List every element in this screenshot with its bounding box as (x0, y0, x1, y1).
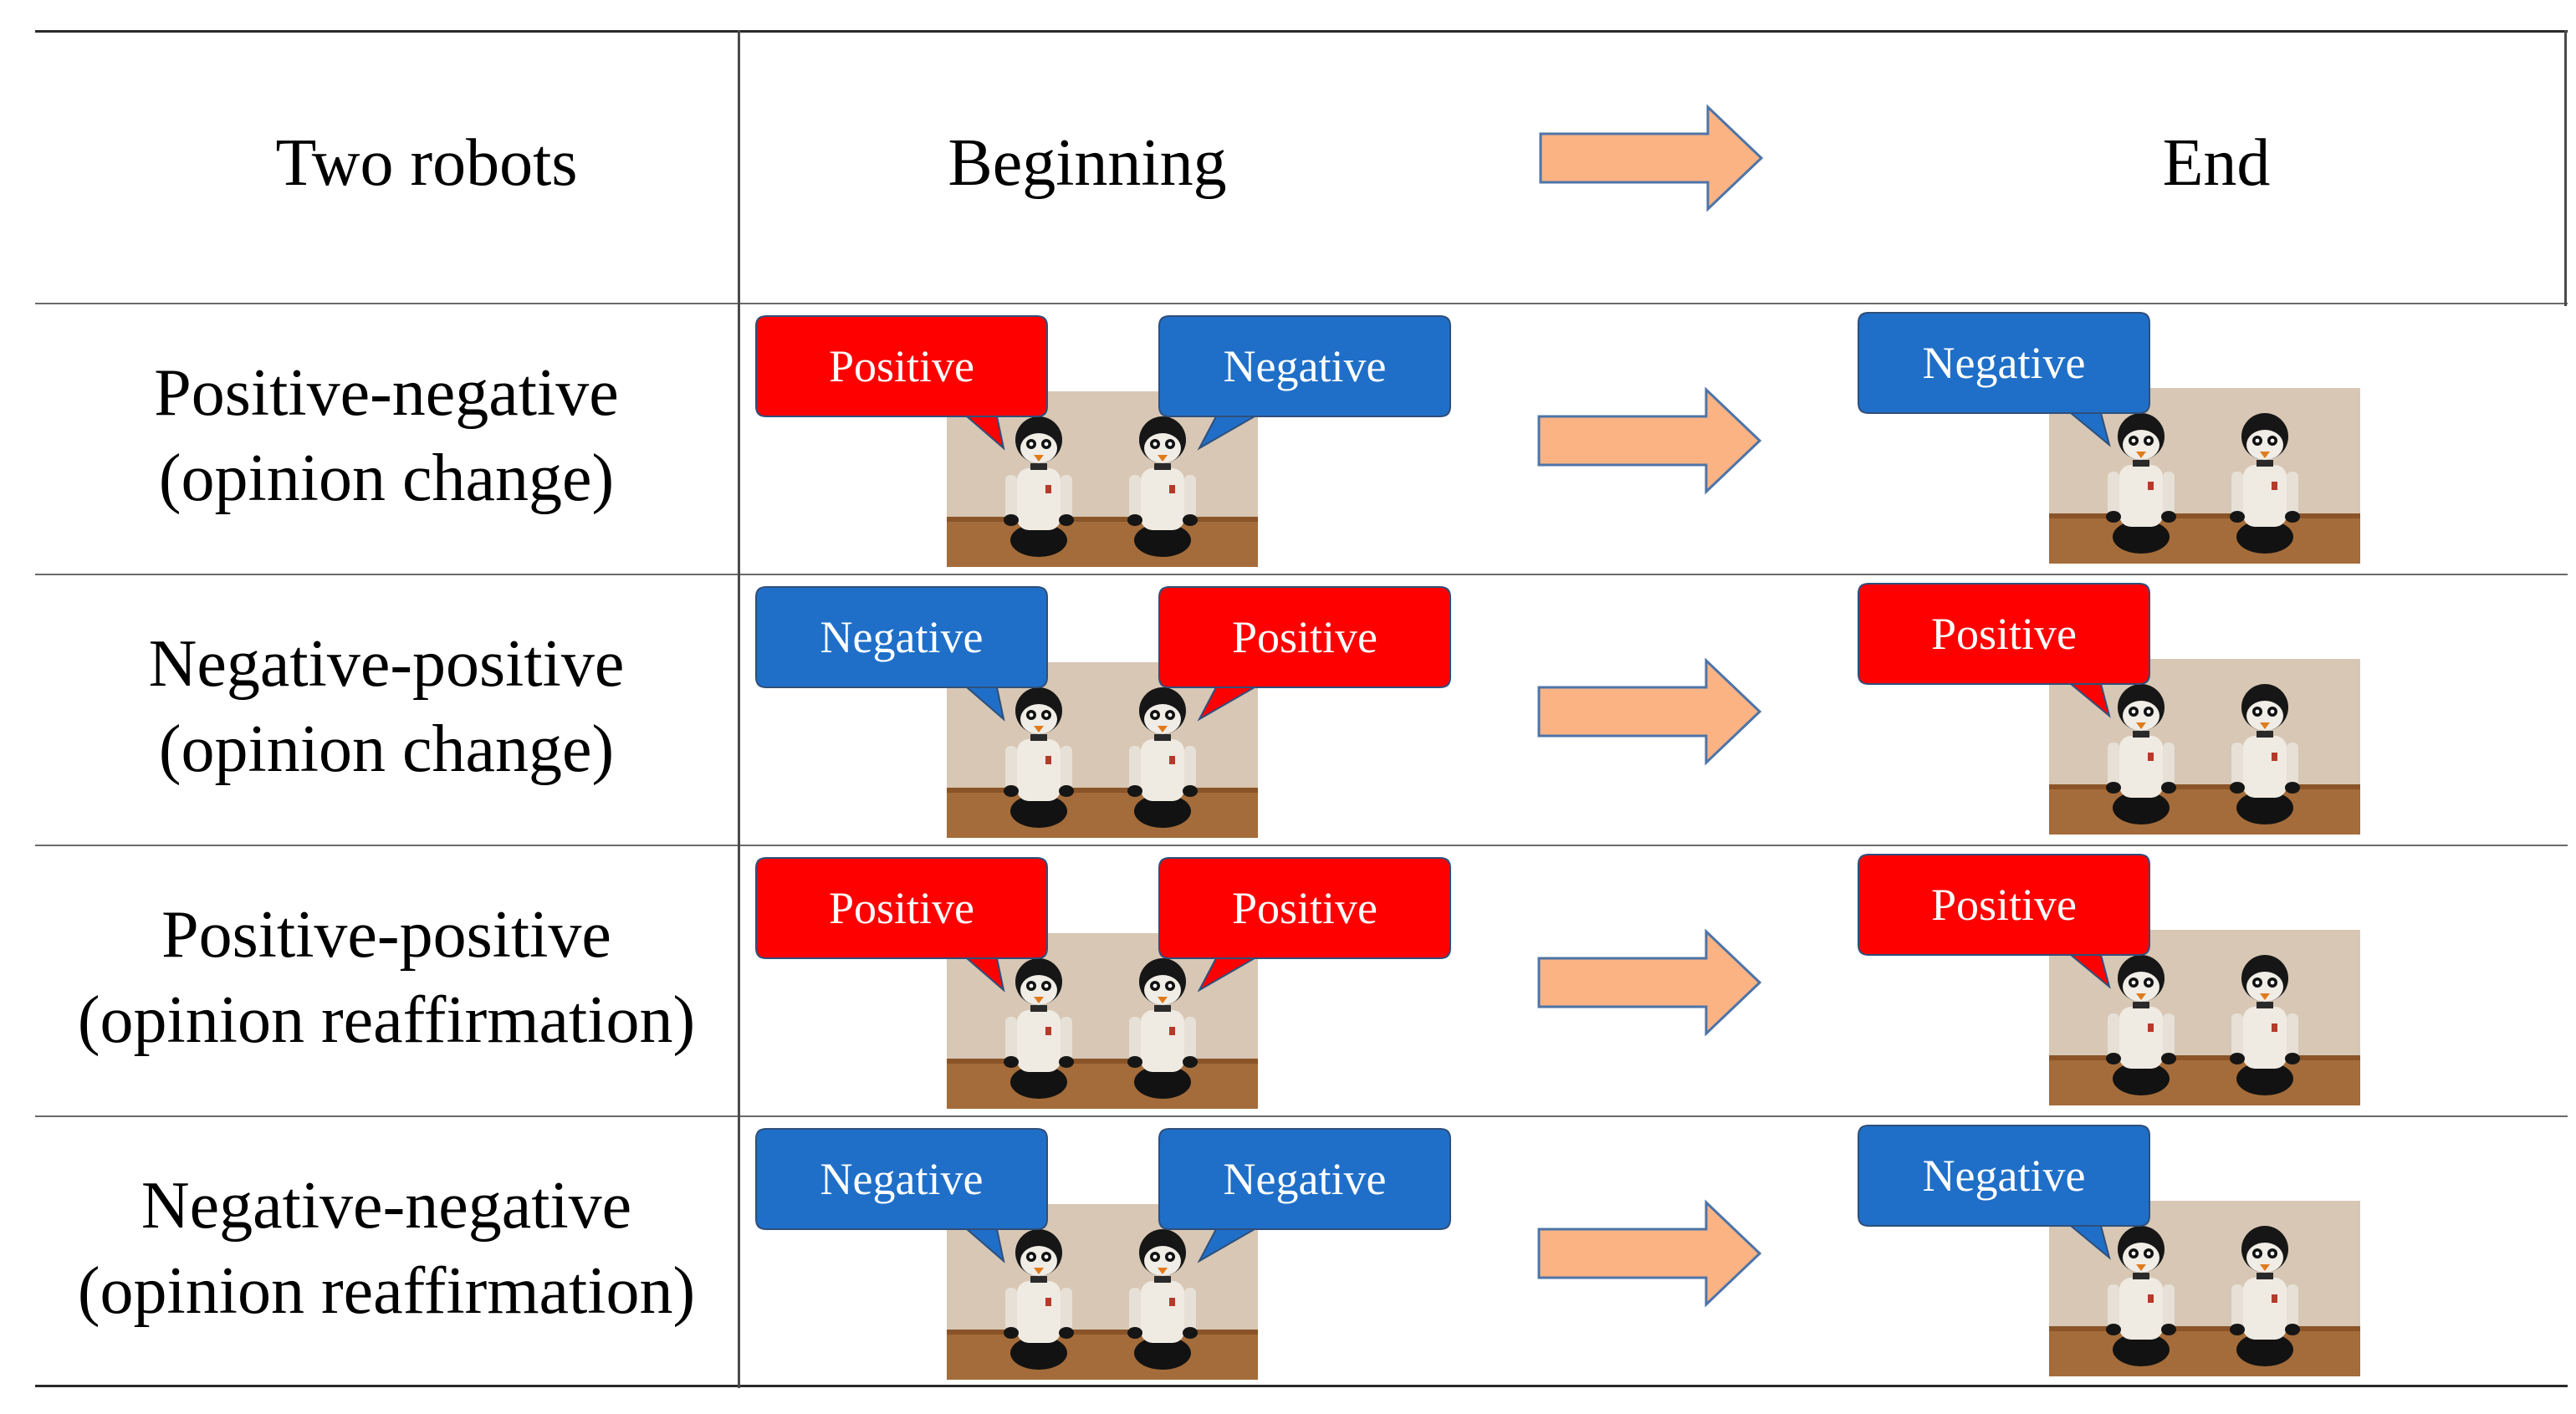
bubble-label: Positive (828, 341, 975, 391)
condition-type: (opinion change) (158, 442, 615, 515)
condition-type: (opinion reaffirmation) (77, 983, 696, 1057)
header-end: End (2162, 126, 2271, 200)
speech-bubble-end: Positive (1857, 582, 2151, 766)
speech-bubble-right: Positive (1158, 856, 1452, 1040)
bubble-label: Negative (1922, 338, 2086, 388)
speech-bubble-end: Negative (1857, 311, 2151, 495)
column-divider (738, 30, 740, 1388)
table-bottom-border (35, 1385, 2568, 1387)
bubble-label: Negative (820, 612, 984, 662)
robots-photo-end (2049, 930, 2360, 1105)
bubble-label: Negative (1922, 1151, 2086, 1201)
bubble-label: Positive (828, 883, 975, 933)
speech-bubble-end: Positive (1857, 853, 2151, 1037)
transition-arrow-icon (1537, 657, 1762, 766)
speech-bubble-left: Positive (754, 856, 1049, 1040)
row-divider (35, 574, 2568, 575)
speech-bubble-right: Negative (1158, 1127, 1452, 1311)
transition-arrow-icon (1537, 386, 1762, 495)
row-divider (35, 303, 2568, 304)
condition-name: Negative-negative (141, 1169, 632, 1243)
transition-arrow-icon (1537, 1199, 1762, 1308)
bubble-label: Negative (820, 1154, 984, 1204)
header-arrow-icon (1539, 104, 1764, 212)
header-right-border (2564, 30, 2567, 306)
robots-photo-end (2049, 388, 2360, 564)
header-beginning: Beginning (948, 126, 1227, 200)
bubble-label: Negative (1223, 1154, 1387, 1204)
speech-bubble-left: Negative (754, 585, 1049, 769)
header-two-robots: Two robots (275, 126, 578, 200)
speech-bubble-left: Positive (754, 314, 1049, 498)
bubble-label: Positive (1930, 880, 2078, 930)
condition-name: Positive-negative (154, 356, 619, 430)
bubble-label: Positive (1231, 612, 1378, 662)
bubble-label: Negative (1223, 341, 1387, 391)
robots-photo-end (2049, 659, 2360, 835)
speech-bubble-end: Negative (1857, 1124, 2151, 1308)
transition-arrow-icon (1537, 928, 1762, 1037)
condition-type: (opinion change) (158, 712, 615, 786)
condition-name: Positive-positive (161, 898, 611, 972)
table-top-border (35, 30, 2568, 33)
bubble-label: Positive (1930, 609, 2078, 659)
condition-name: Negative-positive (148, 627, 625, 701)
row-divider (35, 1115, 2568, 1117)
condition-type: (opinion reaffirmation) (77, 1254, 696, 1328)
robots-photo-end (2049, 1201, 2360, 1376)
row-divider (35, 845, 2568, 846)
bubble-label: Positive (1231, 883, 1378, 933)
speech-bubble-right: Positive (1158, 585, 1452, 769)
speech-bubble-right: Negative (1158, 314, 1452, 498)
speech-bubble-left: Negative (754, 1127, 1049, 1311)
